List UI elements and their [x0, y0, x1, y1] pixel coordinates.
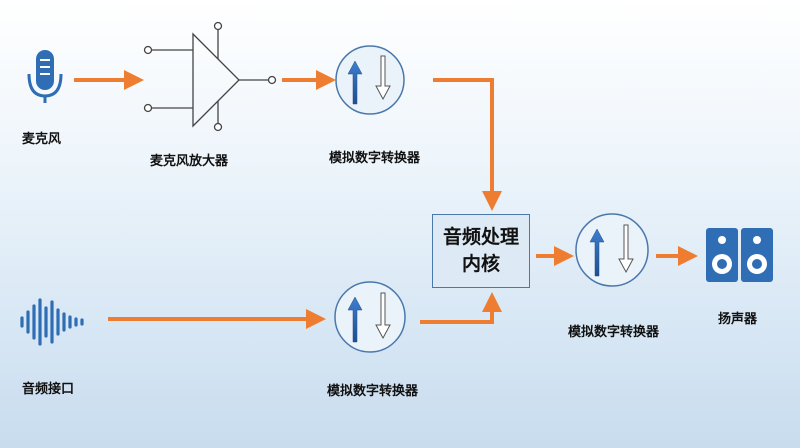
- arrow-adc-to-core-bottom: [420, 292, 502, 324]
- adc-bottom-label: 模拟数字转换器: [327, 384, 419, 399]
- audio-processing-core: 音频处理 内核: [432, 214, 530, 288]
- amplifier-icon: [143, 21, 277, 132]
- dac-icon: [575, 213, 649, 287]
- audio-waveform-icon: [20, 298, 84, 346]
- audio-in-label: 音频接口: [22, 382, 75, 397]
- adc-top-icon: [335, 45, 405, 115]
- amp-label: 麦克风放大器: [150, 154, 229, 169]
- adc-bottom-icon: [334, 281, 406, 353]
- core-label-line2: 内核: [461, 253, 500, 275]
- speaker-label: 扬声器: [718, 312, 758, 327]
- core-label-line1: 音频处理: [442, 226, 519, 248]
- speaker-icon: [706, 228, 773, 282]
- dac-label: 模拟数字转换器: [568, 325, 660, 340]
- arrow-adc-to-core: [433, 78, 502, 211]
- adc-top-label: 模拟数字转换器: [329, 151, 421, 166]
- microphone-icon: [27, 50, 63, 103]
- mic-label: 麦克风: [22, 132, 62, 147]
